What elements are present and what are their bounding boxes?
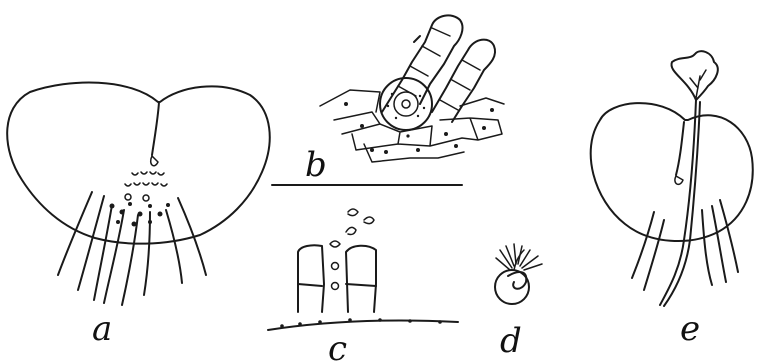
panel-b-archegonium xyxy=(320,15,504,162)
label-b: b xyxy=(305,145,327,185)
label-d: d xyxy=(500,321,522,361)
panel-c-neck-canal xyxy=(268,209,458,330)
panel-a-prothallus xyxy=(7,83,270,305)
panel-d-spermatozoid xyxy=(495,244,542,304)
label-e: e xyxy=(680,309,700,349)
rhizoids xyxy=(58,192,206,305)
label-c: c xyxy=(328,329,347,363)
sex-organs-marks xyxy=(110,172,171,227)
label-a: a xyxy=(92,309,112,349)
panel-e-sporophyte xyxy=(591,51,753,306)
